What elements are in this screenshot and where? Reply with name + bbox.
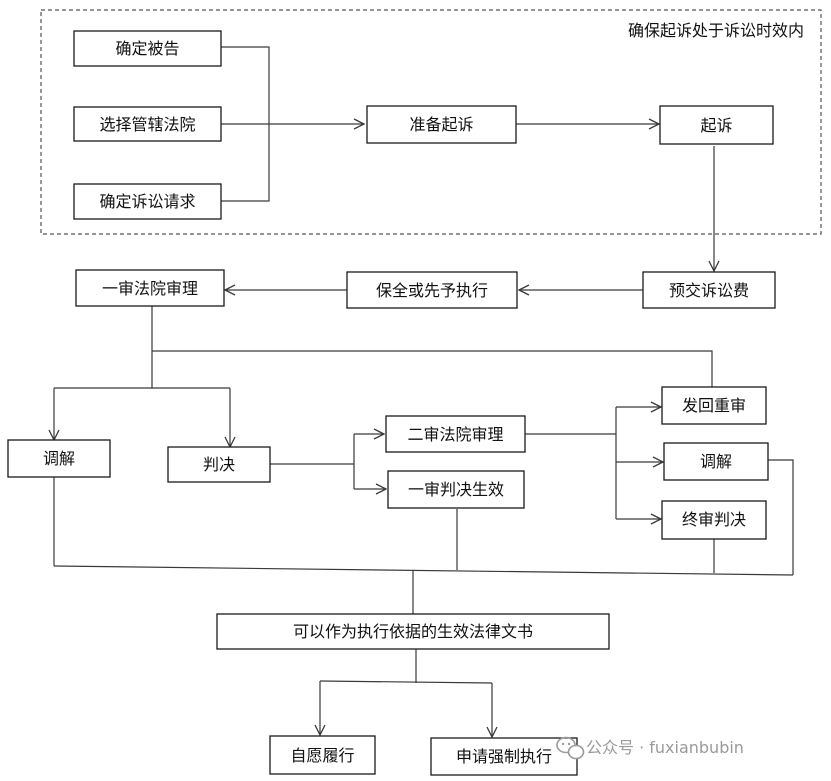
box-mediation-1-label: 调解 bbox=[43, 449, 75, 468]
box-preservation: 保全或先予执行 bbox=[346, 271, 518, 309]
box-court: 选择管辖法院 bbox=[73, 106, 222, 142]
box-prepay-fee-label: 预交诉讼费 bbox=[669, 281, 749, 300]
connector-execution-horizontal bbox=[319, 680, 493, 684]
box-voluntary: 自愿履行 bbox=[269, 735, 376, 775]
wechat-icon bbox=[556, 736, 585, 760]
box-first-effective: 一审判决生效 bbox=[387, 470, 525, 509]
connector-converge-horizontal bbox=[53, 565, 794, 576]
box-court-label: 选择管辖法院 bbox=[99, 115, 195, 134]
box-voluntary-label: 自愿履行 bbox=[290, 746, 354, 765]
box-judgment: 判决 bbox=[167, 446, 271, 483]
box-enforcement-label: 申请强制执行 bbox=[456, 747, 552, 766]
box-remand: 发回重审 bbox=[661, 386, 767, 425]
box-remand-label: 发回重审 bbox=[682, 396, 746, 415]
box-defendant-label: 确定被告 bbox=[115, 39, 179, 58]
box-effective-doc-label: 可以作为执行依据的生效法律文书 bbox=[293, 622, 533, 641]
box-sue-label: 起诉 bbox=[700, 116, 732, 135]
box-mediation-2: 调解 bbox=[663, 442, 769, 481]
watermark: 公众号 · fuxianbubin bbox=[556, 736, 744, 760]
box-first-effective-label: 一审判决生效 bbox=[408, 480, 504, 499]
box-final-judgment-label: 终审判决 bbox=[682, 510, 746, 529]
box-first-trial-label: 一审法院审理 bbox=[102, 279, 198, 298]
frame-caption-text: 确保起诉处于诉讼时效内 bbox=[628, 21, 804, 40]
box-second-trial: 二审法院审理 bbox=[385, 415, 526, 453]
box-claims: 确定诉讼请求 bbox=[73, 183, 222, 220]
statute-limitation-frame bbox=[40, 9, 822, 235]
box-preservation-label: 保全或先予执行 bbox=[376, 281, 488, 300]
watermark-text: 公众号 · fuxianbubin bbox=[586, 738, 744, 757]
frame-caption: 确保起诉处于诉讼时效内 bbox=[628, 21, 804, 40]
box-prepare: 准备起诉 bbox=[366, 105, 517, 144]
box-defendant: 确定被告 bbox=[73, 30, 222, 67]
box-claims-label: 确定诉讼请求 bbox=[99, 192, 195, 211]
box-mediation-2-label: 调解 bbox=[700, 452, 732, 471]
box-judgment-label: 判决 bbox=[203, 455, 235, 474]
box-final-judgment: 终审判决 bbox=[661, 500, 767, 540]
connectors bbox=[53, 46, 794, 737]
box-sue: 起诉 bbox=[659, 105, 774, 145]
box-first-trial: 一审法院审理 bbox=[75, 269, 225, 307]
box-effective-doc: 可以作为执行依据的生效法律文书 bbox=[216, 613, 610, 650]
connector-to-remand-top bbox=[152, 350, 713, 387]
box-mediation-1: 调解 bbox=[7, 439, 111, 478]
box-prepay-fee: 预交诉讼费 bbox=[642, 271, 776, 309]
connector-mediation-2-right bbox=[768, 459, 794, 575]
box-enforcement: 申请强制执行 bbox=[430, 737, 578, 776]
box-prepare-label: 准备起诉 bbox=[409, 115, 473, 134]
box-second-trial-label: 二审法院审理 bbox=[407, 425, 503, 444]
